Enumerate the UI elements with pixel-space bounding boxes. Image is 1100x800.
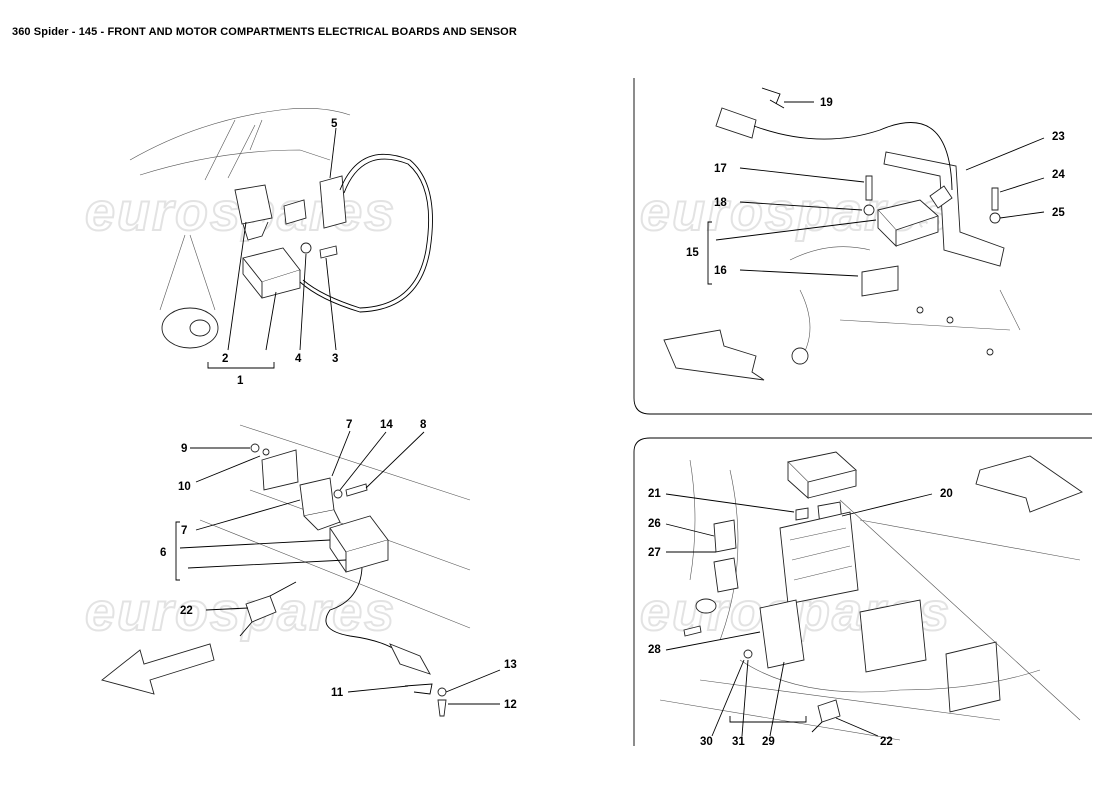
callout-8: 8 [420, 419, 427, 431]
callout-12: 12 [504, 699, 517, 711]
callout-11: 11 [331, 687, 344, 699]
callout-13: 13 [504, 659, 517, 671]
callout-28: 28 [648, 644, 661, 656]
panel-frame-bottom-right [633, 437, 1092, 746]
callout-27: 27 [648, 547, 661, 559]
callout-14: 14 [380, 419, 393, 431]
callout-4: 4 [295, 353, 302, 365]
callout-30: 30 [700, 736, 713, 748]
callout-15: 15 [686, 247, 699, 259]
callout-1: 1 [237, 375, 244, 387]
watermark-bottom-left: eurospares [85, 582, 396, 642]
callout-26: 26 [648, 518, 661, 530]
callout-23: 23 [1052, 131, 1065, 143]
panel-frame-top-right [633, 78, 1092, 415]
callout-3: 3 [332, 353, 338, 365]
callout-9: 9 [181, 443, 187, 455]
callout-16: 16 [714, 265, 727, 277]
callout-5: 5 [331, 118, 338, 130]
callout-25: 25 [1052, 207, 1065, 219]
callout-22-right: 22 [880, 736, 893, 748]
callout-20: 20 [940, 488, 953, 500]
diagram-title: 360 Spider - 145 - FRONT AND MOTOR COMPA… [12, 26, 517, 38]
sensor-bracket-assembly: 19 23 17 24 18 25 15 16 [663, 87, 1065, 381]
front-compartment-sensor-assembly: 5 2 1 4 3 [129, 108, 433, 387]
callout-17: 17 [714, 163, 727, 175]
callout-24: 24 [1052, 169, 1065, 181]
callout-7-top: 7 [346, 419, 352, 431]
callout-31: 31 [732, 736, 745, 748]
motor-compartment-board-assembly: 9 10 7 14 8 7 6 22 11 13 12 [101, 419, 517, 717]
callout-10: 10 [178, 481, 191, 493]
callout-18: 18 [714, 197, 727, 209]
callout-21: 21 [648, 488, 661, 500]
callout-22-left: 22 [180, 605, 193, 617]
callout-7-side: 7 [181, 525, 187, 537]
callout-19: 19 [820, 97, 833, 109]
fuse-relay-board-assembly: 21 20 26 27 28 30 31 29 22 [648, 451, 1083, 748]
callout-2: 2 [222, 353, 228, 365]
callout-6: 6 [160, 547, 166, 559]
callout-29: 29 [762, 736, 775, 748]
